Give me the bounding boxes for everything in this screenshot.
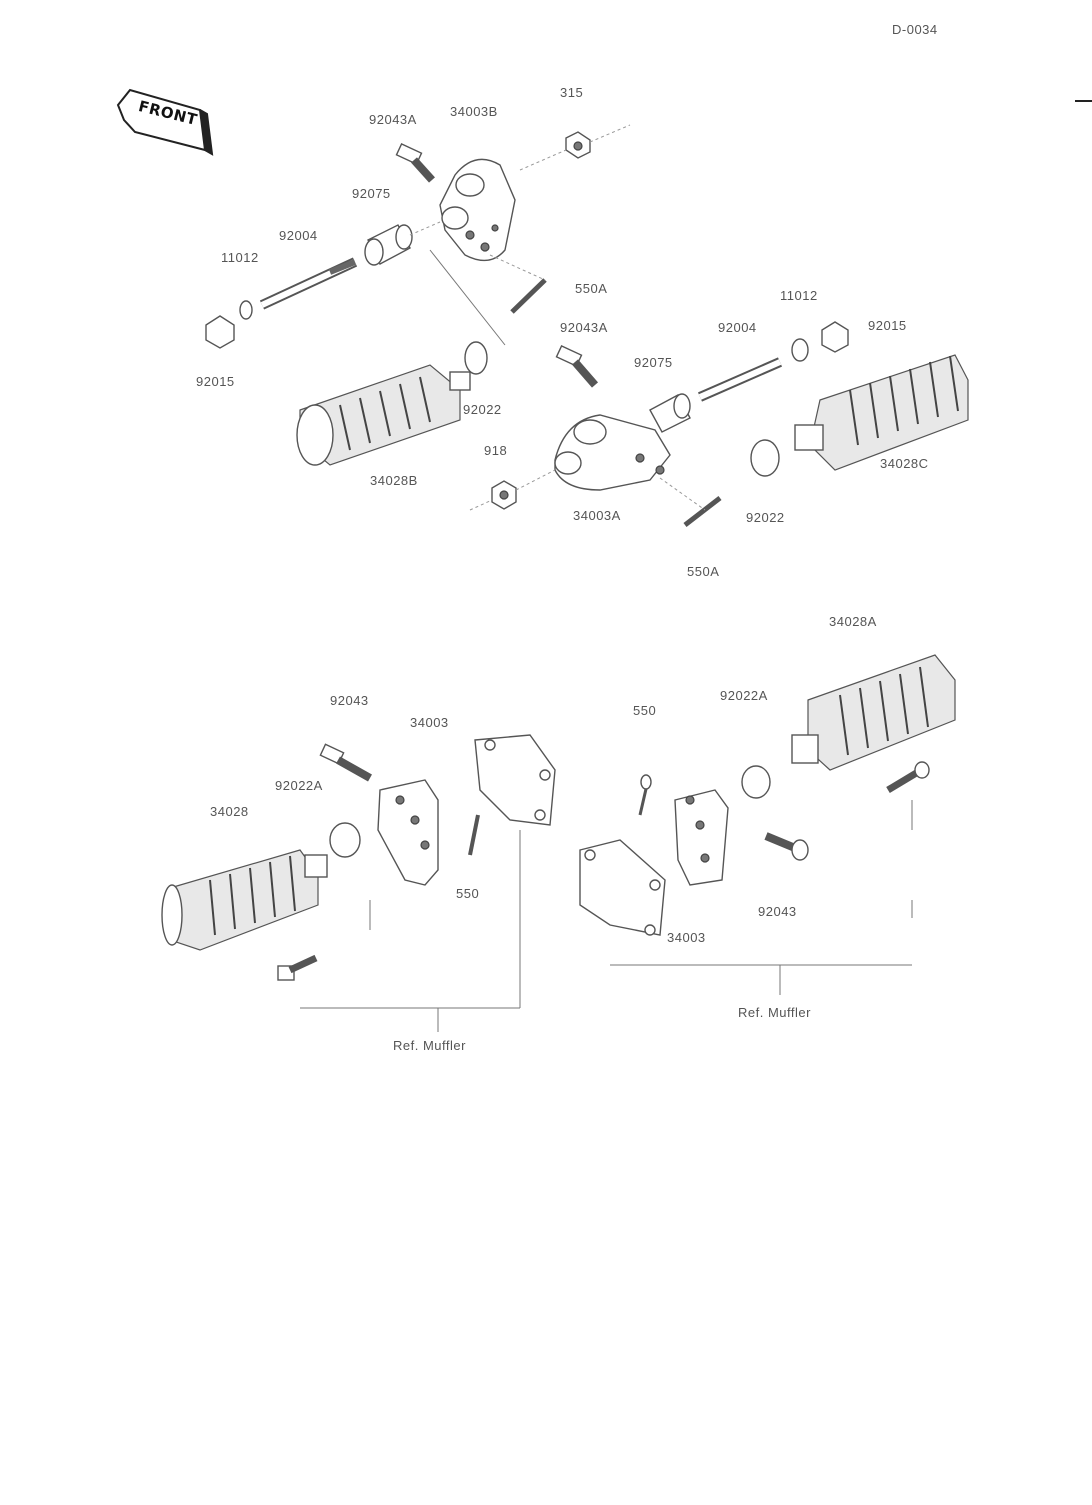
label-92022A-right: 92022A <box>720 688 768 703</box>
bolt-92043A-mid <box>555 344 599 388</box>
washer-11012-right <box>791 338 809 362</box>
label-92004-right: 92004 <box>718 320 757 335</box>
label-92075-mid: 92075 <box>634 355 673 370</box>
cotter-pin-550A-top <box>510 278 547 314</box>
bracket-34003A <box>554 414 671 491</box>
ref-muffler-right: Ref. Muffler <box>738 1005 811 1020</box>
label-92043-left: 92043 <box>330 693 369 708</box>
label-92043A-top: 92043A <box>369 112 417 127</box>
nut-315 <box>565 131 591 159</box>
label-11012-left: 11012 <box>221 250 259 265</box>
ref-muffler-left: Ref. Muffler <box>393 1038 466 1053</box>
footpeg-34028A <box>791 654 956 771</box>
cotter-pin-550-right <box>638 774 652 816</box>
bolt-92043-right <box>764 832 809 861</box>
bolt-bottom-right <box>886 761 930 794</box>
washer-92022-right <box>750 439 780 477</box>
bracket-34003-right <box>674 789 729 886</box>
bolt-92043-left <box>319 743 372 782</box>
footpeg-34028B <box>296 364 471 466</box>
label-92043-right: 92043 <box>758 904 797 919</box>
cotter-pin-550-left <box>468 814 480 856</box>
muffler-plate-right <box>579 839 666 936</box>
washer-92022A-right <box>741 765 771 799</box>
label-315: 315 <box>560 85 584 100</box>
nut-92015-right <box>821 321 849 353</box>
bolt-bottom-left <box>277 954 318 981</box>
label-92015-left: 92015 <box>196 374 235 389</box>
footpeg-34028C <box>794 354 969 471</box>
footpeg-34028 <box>161 849 328 951</box>
bushing-92075-top <box>364 224 413 266</box>
washer-11012-left <box>239 300 253 320</box>
nut-92015-left <box>205 315 235 349</box>
diagram-code: D-0034 <box>892 22 938 37</box>
washer-92022A-left <box>329 822 361 858</box>
label-550A-bottom: 550A <box>687 564 720 579</box>
bolt-92043A-top <box>395 142 435 183</box>
nut-918 <box>491 480 517 510</box>
front-arrow-icon <box>116 88 214 156</box>
label-92022-right: 92022 <box>746 510 785 525</box>
label-34003B: 34003B <box>450 104 498 119</box>
label-34028: 34028 <box>210 804 249 819</box>
label-92043A-mid: 92043A <box>560 320 608 335</box>
label-550-right: 550 <box>633 703 657 718</box>
pin-92004-top <box>259 257 358 310</box>
label-34003-left: 34003 <box>410 715 449 730</box>
bracket-34003B <box>439 158 516 262</box>
bracket-34003-left <box>377 779 439 886</box>
label-918: 918 <box>484 443 508 458</box>
washer-92022-left <box>464 341 488 375</box>
bushing-92075-mid <box>649 393 691 433</box>
label-34003A: 34003A <box>573 508 621 523</box>
label-92022A-left: 92022A <box>275 778 323 793</box>
cotter-pin-550A-bottom <box>683 496 722 527</box>
label-92015-right: 92015 <box>868 318 907 333</box>
pin-92004-right <box>697 357 783 402</box>
label-92004-top: 92004 <box>279 228 318 243</box>
label-550-left: 550 <box>456 886 480 901</box>
label-11012-right: 11012 <box>780 288 818 303</box>
label-34028C: 34028C <box>880 456 929 471</box>
label-34028A: 34028A <box>829 614 877 629</box>
label-34003-right: 34003 <box>667 930 706 945</box>
label-92075-top: 92075 <box>352 186 391 201</box>
label-92022-left: 92022 <box>463 402 502 417</box>
muffler-plate-left <box>474 734 556 826</box>
label-34028B: 34028B <box>370 473 418 488</box>
label-550A-top: 550A <box>575 281 608 296</box>
